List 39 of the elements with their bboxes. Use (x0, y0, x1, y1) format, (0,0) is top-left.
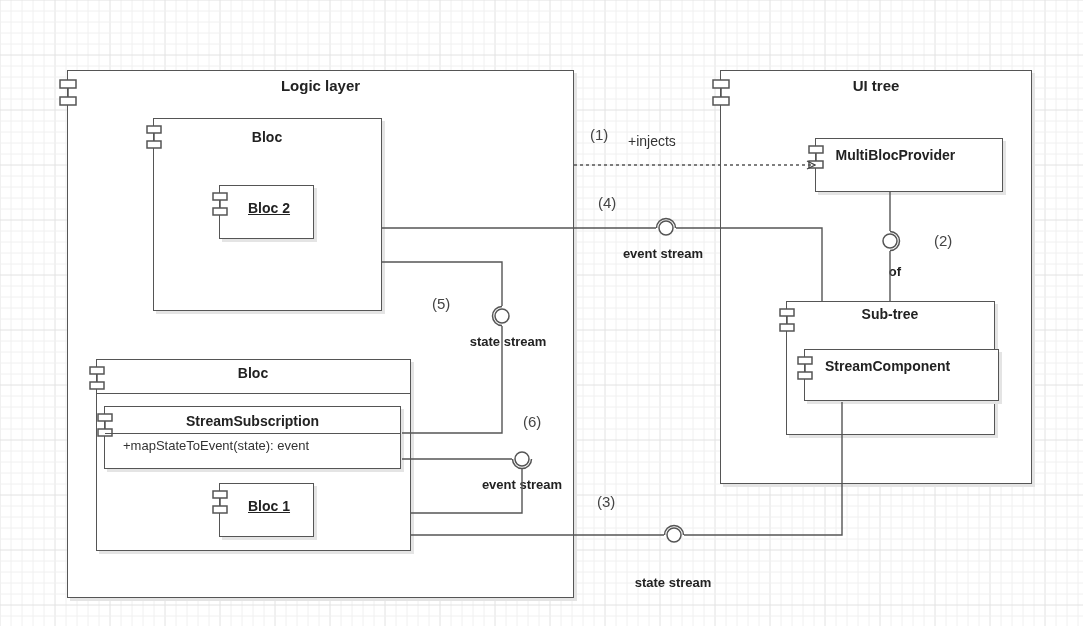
component-name: Bloc (236, 364, 270, 381)
connector (401, 325, 503, 434)
component-name: MultiBlocProvider (835, 146, 956, 163)
step-number: (4) (598, 194, 617, 211)
connector (889, 191, 891, 232)
component-name: Bloc 2 (248, 200, 290, 216)
connector (675, 227, 823, 302)
connector (381, 227, 657, 229)
connector (401, 458, 513, 460)
interface-symbol (879, 230, 900, 251)
interface-symbol (656, 218, 676, 238)
connector (683, 401, 843, 536)
method-signature: +mapStateToEvent(state): event (123, 438, 310, 453)
component-name: StreamSubscription (185, 413, 320, 429)
step-number: (1) (590, 126, 609, 143)
component-name: Bloc 1 (248, 498, 290, 514)
interface-label: event stream (622, 246, 704, 261)
component-name: UI tree (851, 77, 901, 94)
component-name: Bloc (250, 128, 284, 145)
connector (889, 250, 891, 302)
step-number: (6) (523, 413, 542, 430)
interface-symbol (491, 305, 512, 326)
edge-label: +injects (628, 133, 676, 149)
step-number: (3) (597, 493, 616, 510)
interface-label: event stream (481, 477, 563, 492)
arrow (573, 160, 816, 170)
interface-symbol (511, 448, 532, 469)
step-number: (2) (934, 232, 953, 249)
interface-label: state stream (469, 334, 547, 349)
component-name: Logic layer (279, 77, 362, 94)
connector (410, 468, 523, 514)
step-number: (5) (432, 295, 451, 312)
interface-label: of (888, 264, 902, 279)
component-name: Sub-tree (860, 305, 920, 322)
connector (381, 261, 503, 307)
interface-label: state stream (634, 575, 712, 590)
component-name: StreamComponent (825, 358, 951, 374)
connector (410, 534, 665, 536)
interface-symbol (664, 525, 684, 545)
